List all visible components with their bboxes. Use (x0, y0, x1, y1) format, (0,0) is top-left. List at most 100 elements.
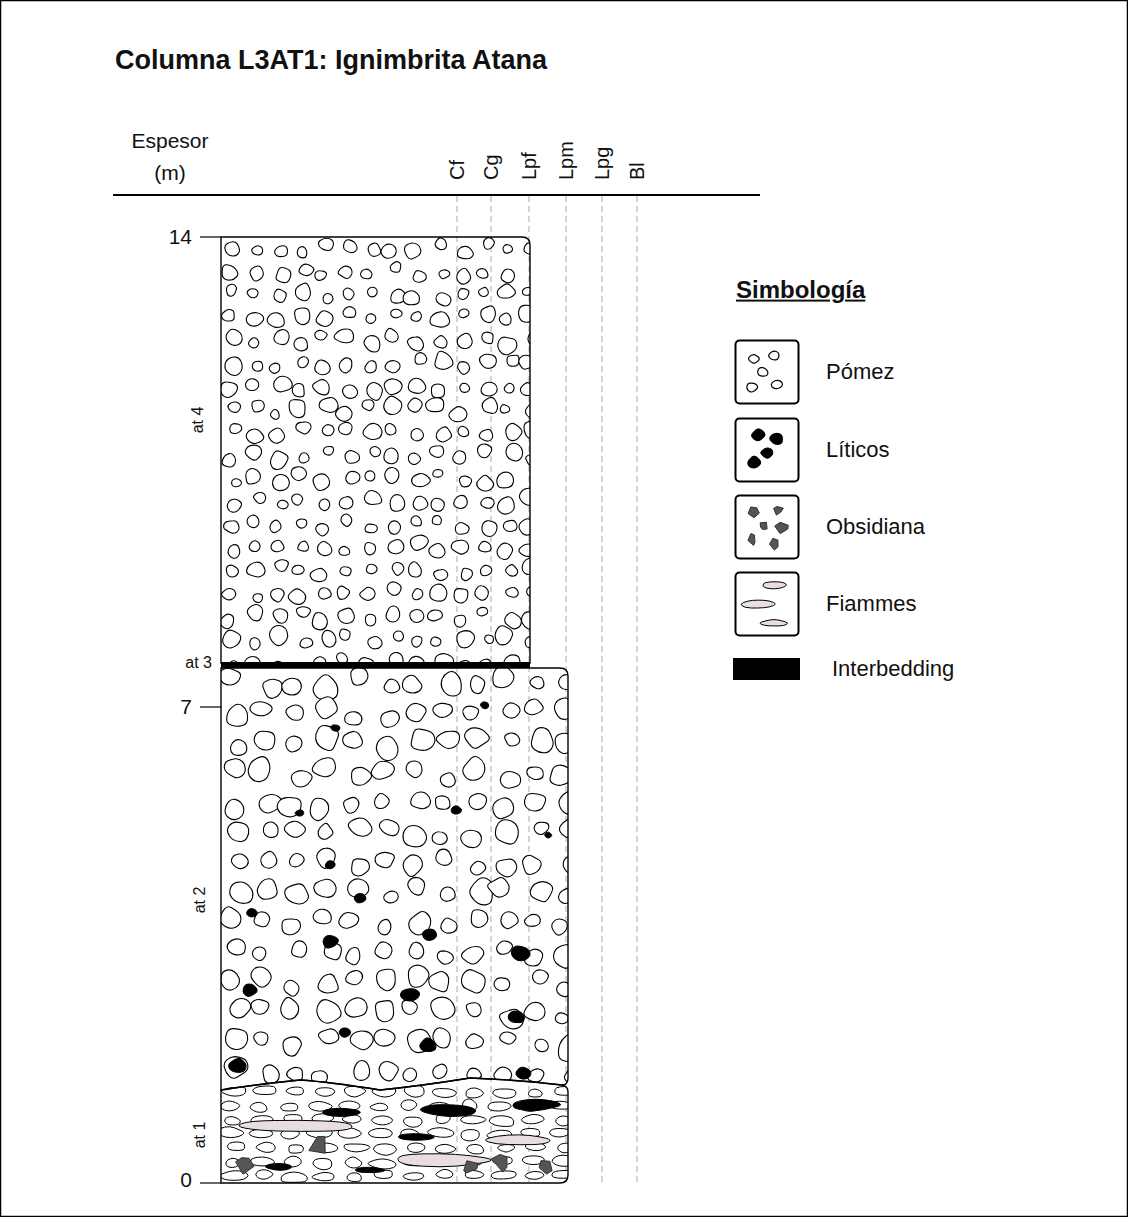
legend-heading: Simbología (736, 276, 865, 305)
clast-shape (403, 291, 420, 305)
clast-shape (341, 514, 352, 526)
clast-shape (226, 565, 238, 577)
legend-symbol (734, 494, 800, 560)
clast-shape (588, 1005, 607, 1026)
clast-shape (519, 305, 536, 322)
clast-shape (403, 1068, 417, 1081)
clast-shape (247, 909, 258, 917)
clast-shape (497, 941, 513, 954)
clast-shape (345, 998, 367, 1017)
clast-shape (430, 584, 447, 601)
clast-shape (401, 1100, 417, 1111)
clast-shape (224, 521, 240, 533)
clast-shape (318, 238, 333, 250)
clast-shape (385, 423, 396, 434)
clast-shape (495, 626, 512, 645)
clast-shape (271, 588, 285, 601)
clast-shape (481, 306, 496, 323)
clast-shape (457, 246, 473, 258)
clast-shape (247, 605, 262, 621)
axis-number: 14 (169, 224, 192, 249)
clast-shape (221, 382, 238, 398)
clast-shape (402, 1099, 423, 1119)
clast-shape (532, 970, 548, 984)
clast-shape (409, 942, 424, 959)
clast-shape (375, 942, 392, 959)
clast-shape (227, 499, 241, 512)
clast-shape (325, 861, 335, 869)
clast-shape (482, 332, 493, 343)
clast-shape (274, 376, 293, 392)
clast-shape (281, 997, 299, 1019)
clast-shape (346, 947, 360, 964)
unit-label: at 1 (190, 1122, 209, 1149)
clast-shape (470, 878, 493, 905)
clast-shape (524, 699, 543, 715)
clast-shape (256, 1142, 275, 1152)
clast-shape (271, 540, 284, 551)
clast-shape (454, 615, 466, 627)
clast-shape (345, 451, 360, 464)
clast-shape (440, 887, 455, 901)
clast-shape (588, 876, 611, 900)
clast-shape (354, 1061, 370, 1081)
clast-shape (497, 543, 513, 559)
clast-shape (555, 1013, 568, 1024)
clast-shape (313, 474, 330, 491)
clast-shape (230, 882, 253, 903)
clast-shape (406, 761, 422, 778)
clast-shape (313, 380, 330, 395)
clast-shape (221, 970, 240, 990)
clast-shape (226, 284, 236, 296)
clast-shape (506, 565, 518, 577)
clast-shape (409, 562, 422, 577)
clast-shape (557, 982, 573, 997)
clast-shape (758, 368, 768, 377)
clast-shape (222, 588, 236, 599)
clast-shape (505, 733, 520, 746)
clast-shape (352, 859, 370, 876)
clast-shape (318, 1029, 338, 1044)
clast-shape (300, 638, 313, 648)
clast-shape (519, 519, 533, 535)
clast-shape (368, 243, 381, 256)
clast-shape (498, 337, 517, 355)
clast-shape (371, 1116, 392, 1125)
clast-shape (552, 1170, 577, 1178)
clast-shape (741, 600, 775, 608)
clast-shape (595, 800, 611, 816)
clast-shape (371, 761, 394, 779)
clast-shape (484, 238, 495, 250)
axis-number: 7 (180, 694, 192, 719)
clast-shape (554, 698, 573, 719)
clast-shape (292, 384, 304, 397)
clast-shape (355, 1167, 385, 1172)
clast-shape (403, 1173, 424, 1180)
clast-shape (254, 492, 266, 503)
clast-shape (284, 821, 305, 837)
clast-shape (291, 771, 312, 787)
clast-shape (315, 1088, 334, 1097)
clast-shape (485, 635, 494, 644)
clast-shape (506, 588, 519, 598)
clast-shape (482, 521, 497, 537)
clast-shape (338, 608, 355, 623)
clast-shape (354, 893, 366, 903)
clast-shape (555, 733, 572, 753)
clast-shape (412, 474, 431, 487)
clast-shape (225, 1117, 241, 1125)
legend-sample (734, 494, 800, 560)
legend-text: Interbedding (832, 656, 954, 682)
clast-shape (581, 703, 599, 722)
clast-shape (511, 946, 530, 961)
clast-shape (283, 1037, 301, 1056)
clast-shape (335, 406, 352, 421)
clast-shape (339, 913, 359, 929)
clast-shape (451, 540, 468, 554)
clast-shape (463, 706, 479, 720)
unit-label: at 2 (190, 887, 209, 914)
clast-shape (426, 398, 444, 412)
clast-shape (339, 358, 352, 373)
clast-shape (461, 1116, 486, 1124)
clast-shape (331, 725, 340, 731)
